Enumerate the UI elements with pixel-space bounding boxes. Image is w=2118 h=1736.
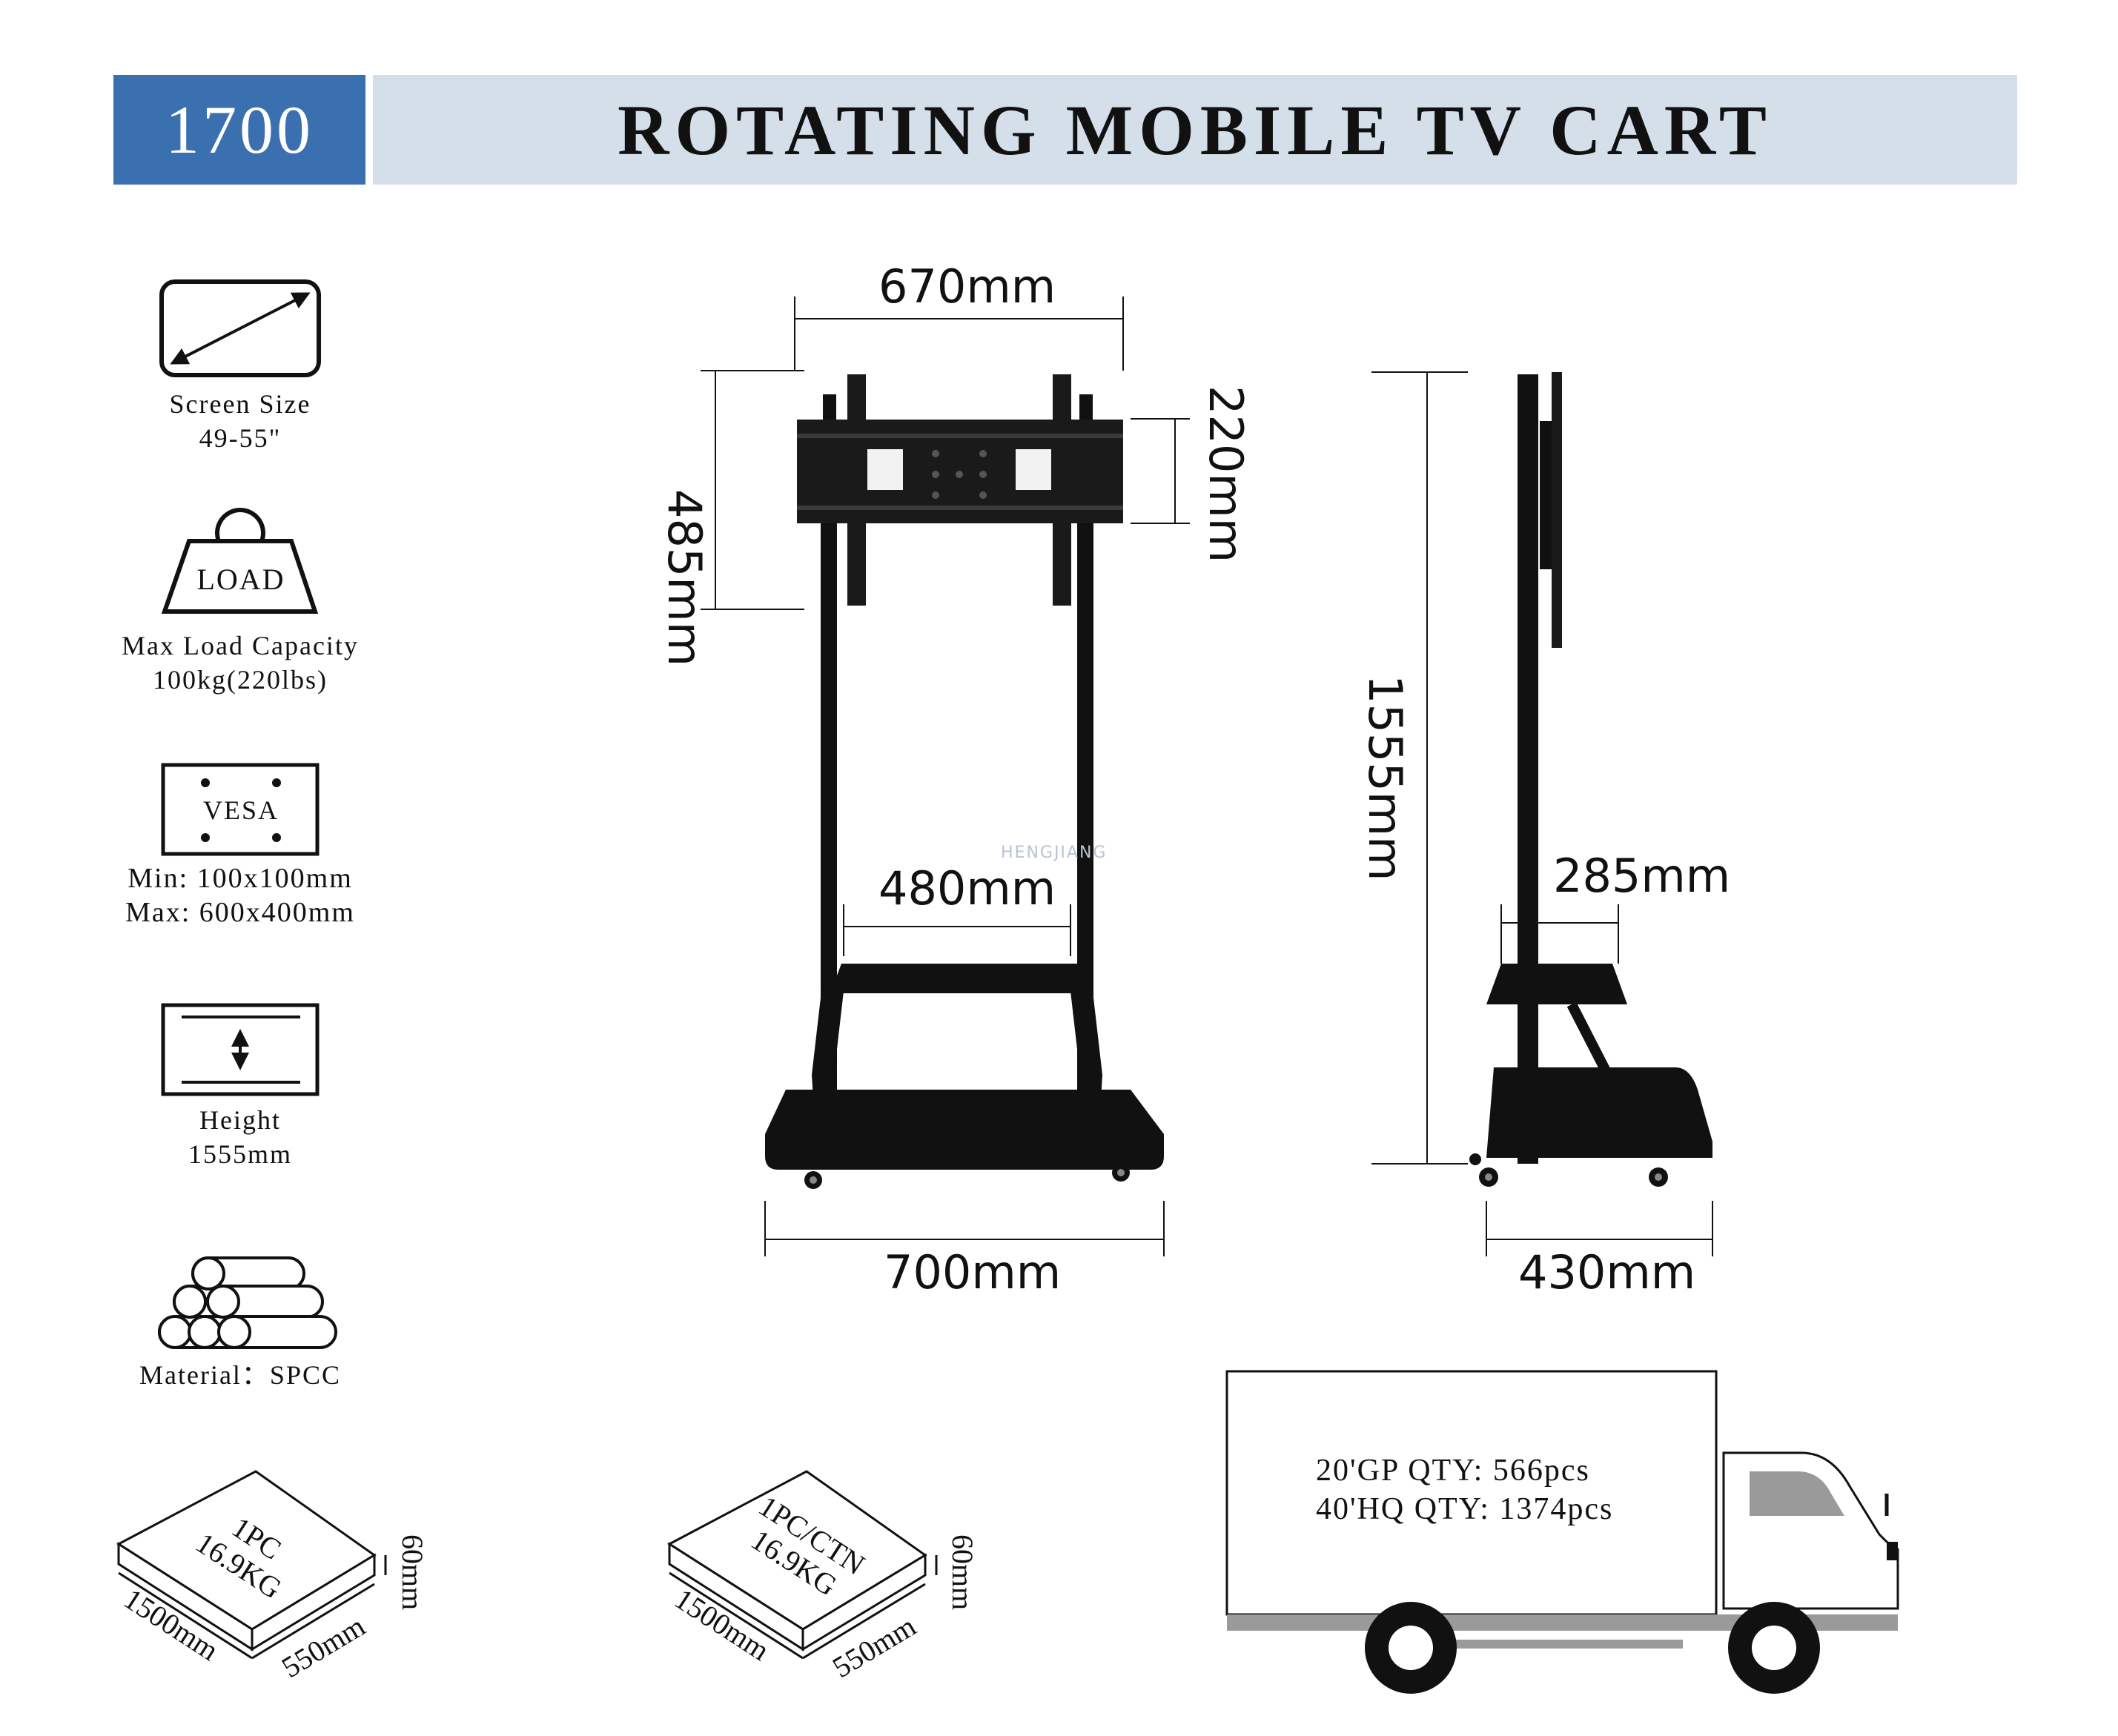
load-icon-text: LOAD: [196, 563, 285, 596]
material-pipes-icon: [158, 1256, 337, 1349]
load-capacity-title: Max Load Capacity: [122, 631, 359, 660]
vesa-min: Min: 100x100mm: [128, 863, 353, 894]
screen-size-value: 49-55": [199, 423, 282, 453]
front-bracket-inner-dim: 220mm: [1199, 385, 1253, 563]
shipping-40hq-qty: 40'HQ QTY: 1374pcs: [1316, 1492, 1614, 1526]
front-top-width-dim: 670mm: [878, 259, 1056, 314]
front-bracket-height-dim: 485mm: [658, 489, 712, 667]
height-value: 1555mm: [188, 1139, 292, 1169]
package-1-height: 60mm: [396, 1534, 429, 1611]
watermark: HENGJIANG: [1001, 844, 1108, 862]
side-total-height-dim: 1555mm: [1358, 675, 1412, 881]
height-label: Height 1555mm: [129, 1103, 351, 1171]
package-box-1-drawing: [116, 1470, 387, 1660]
vesa-label: Min: 100x100mm Max: 600x400mm: [107, 861, 374, 930]
side-shelf-depth-dim: 285mm: [1553, 849, 1731, 903]
vesa-icon: [161, 763, 320, 856]
height-title: Height: [199, 1105, 281, 1135]
height-icon: [161, 1003, 320, 1096]
material-label: Material：SPCC: [114, 1358, 366, 1392]
front-base-width-dim: 700mm: [884, 1245, 1062, 1299]
truck-icon: [1225, 1370, 1899, 1694]
front-view-drawing: [701, 296, 1190, 1256]
model-number-banner: 1700: [113, 75, 365, 185]
front-shelf-width-dim: 480mm: [878, 861, 1056, 915]
side-view-drawing: [1371, 371, 1713, 1256]
shipping-20gp-qty: 20'GP QTY: 566pcs: [1316, 1454, 1590, 1488]
screen-size-title: Screen Size: [169, 389, 311, 419]
model-number: 1700: [165, 92, 314, 168]
material-value: Material：SPCC: [139, 1360, 341, 1390]
load-capacity-label: Max Load Capacity 100kg(220lbs): [107, 629, 374, 697]
side-base-depth-dim: 430mm: [1518, 1245, 1696, 1299]
vesa-max: Max: 600x400mm: [125, 897, 355, 928]
package-2-height: 60mm: [946, 1534, 979, 1611]
load-capacity-value: 100kg(220lbs): [153, 665, 328, 695]
vesa-icon-text: VESA: [202, 795, 279, 825]
screen-size-icon: [159, 279, 321, 377]
title-banner: ROTATING MOBILE TV CART: [373, 75, 2017, 185]
page-title: ROTATING MOBILE TV CART: [618, 90, 1773, 170]
package-box-2-drawing: [667, 1470, 938, 1660]
screen-size-label: Screen Size 49-55": [129, 387, 351, 455]
shipping-quantities: 20'GP QTY: 566pcs 40'HQ QTY: 1374pcs: [1316, 1451, 1613, 1528]
load-weight-icon: [161, 508, 319, 614]
